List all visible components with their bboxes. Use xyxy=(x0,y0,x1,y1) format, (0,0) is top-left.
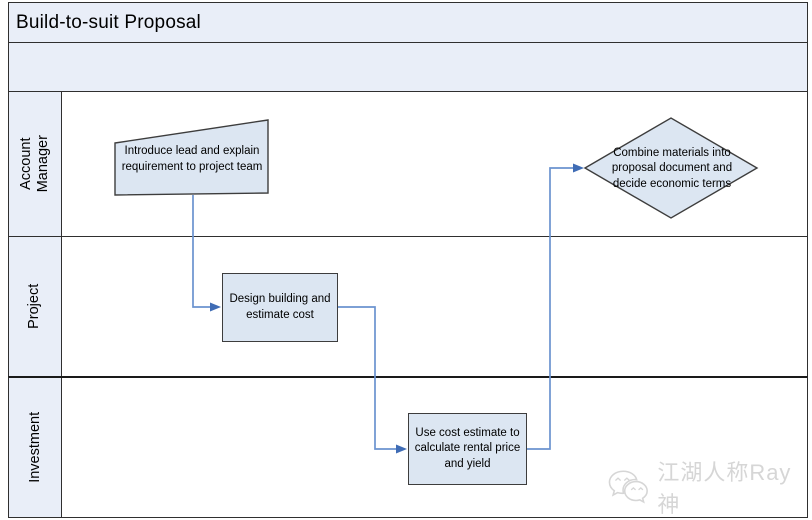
shape-label: Design building and estimate cost xyxy=(229,292,331,321)
swimlane-account-manager: Account Manager xyxy=(8,91,808,237)
swimlane-label: Account Manager xyxy=(18,135,52,193)
swimlane-label: Project xyxy=(26,283,43,330)
shape-label: Use cost estimate to calculate rental pr… xyxy=(414,426,521,470)
swimlane-label-cell: Project xyxy=(9,236,62,377)
swimlane-project: Project xyxy=(8,235,808,378)
diagram-title-band: Build-to-suit Proposal xyxy=(8,2,808,43)
swimlane-label-cell: Investment xyxy=(9,378,62,517)
wechat-icon xyxy=(608,470,648,504)
swimlane-label: Investment xyxy=(26,411,43,483)
page-title: Build-to-suit Proposal xyxy=(16,11,201,33)
process-design-building: Design building and estimate cost xyxy=(222,273,338,342)
swimlane-investment: Investment xyxy=(8,376,808,518)
process-cost-estimate: Use cost estimate to calculate rental pr… xyxy=(408,413,527,485)
watermark-text: 江湖人称Ray神 xyxy=(657,460,792,517)
watermark: 江湖人称Ray神 xyxy=(607,455,812,519)
swimlane-label-cell: Account Manager xyxy=(9,92,62,236)
phase-band xyxy=(8,41,808,93)
